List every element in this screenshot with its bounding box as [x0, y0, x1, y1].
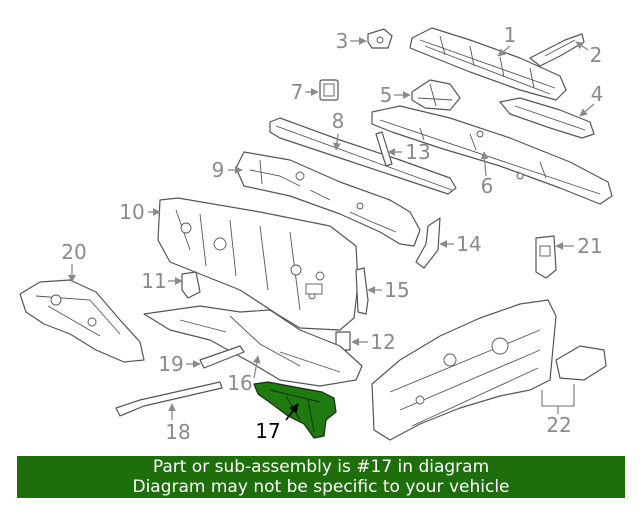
callout-9: 9	[212, 158, 225, 182]
part-10-dash-panel	[157, 197, 359, 331]
callout-16: 16	[227, 371, 252, 395]
callout-1: 1	[504, 23, 517, 47]
banner-line-1: Part or sub-assembly is #17 in diagram	[152, 457, 490, 477]
callout-5: 5	[380, 83, 393, 107]
part-5-cowl-cover	[411, 79, 461, 111]
callout-18: 18	[165, 420, 190, 444]
callout-19: 19	[158, 352, 183, 376]
callout-4: 4	[591, 82, 604, 106]
callout-15: 15	[384, 278, 409, 302]
callout-17: 17	[255, 419, 280, 443]
callout-12: 12	[370, 330, 395, 354]
leader-lines	[68, 37, 595, 421]
part-16-floor-pan	[143, 305, 363, 387]
part-18-sill-rail	[115, 381, 223, 417]
callout-3: 3	[336, 29, 349, 53]
part-19-rail	[199, 345, 245, 369]
part-7-plug	[319, 79, 339, 101]
part-21-bracket	[535, 235, 557, 279]
callout-14: 14	[456, 232, 481, 256]
callout-labels: 1 2 3 4 5 6 7 8 9 10 11 12 13 14 15 16 1…	[61, 23, 603, 444]
part-20-wheelhouse-panel	[19, 279, 145, 363]
callout-13: 13	[405, 140, 430, 164]
part-3-bracket	[367, 28, 393, 49]
part-15-reinforcement	[355, 267, 369, 315]
part-8-upper-dash-bar	[269, 117, 457, 195]
callout-8: 8	[332, 109, 345, 133]
info-banner: Part or sub-assembly is #17 in diagram D…	[17, 456, 625, 498]
part-14-brace	[415, 217, 441, 269]
callout-6: 6	[481, 174, 494, 198]
part-9-cross-member	[235, 151, 421, 247]
part-1-cowl-grille	[409, 27, 567, 101]
part-11-bracket	[181, 271, 201, 299]
callout-21: 21	[577, 234, 602, 258]
part-2-cowl-end-cap	[529, 33, 585, 67]
part-22-dash-insulator	[371, 299, 607, 441]
banner-line-2: Diagram may not be specific to your vehi…	[132, 477, 510, 497]
part-13-strip	[375, 131, 393, 167]
part-4-cowl-side-panel	[499, 97, 595, 139]
callout-20: 20	[61, 240, 86, 264]
callout-11: 11	[141, 269, 166, 293]
parts-diagram: 1 2 3 4 5 6 7 8 9 10 11 12 13 14 15 16 1…	[19, 23, 613, 444]
callout-10: 10	[119, 200, 144, 224]
callout-2: 2	[590, 43, 603, 67]
callout-7: 7	[291, 80, 304, 104]
part-6-cowl-panel	[371, 105, 613, 205]
callout-22: 22	[546, 413, 571, 437]
